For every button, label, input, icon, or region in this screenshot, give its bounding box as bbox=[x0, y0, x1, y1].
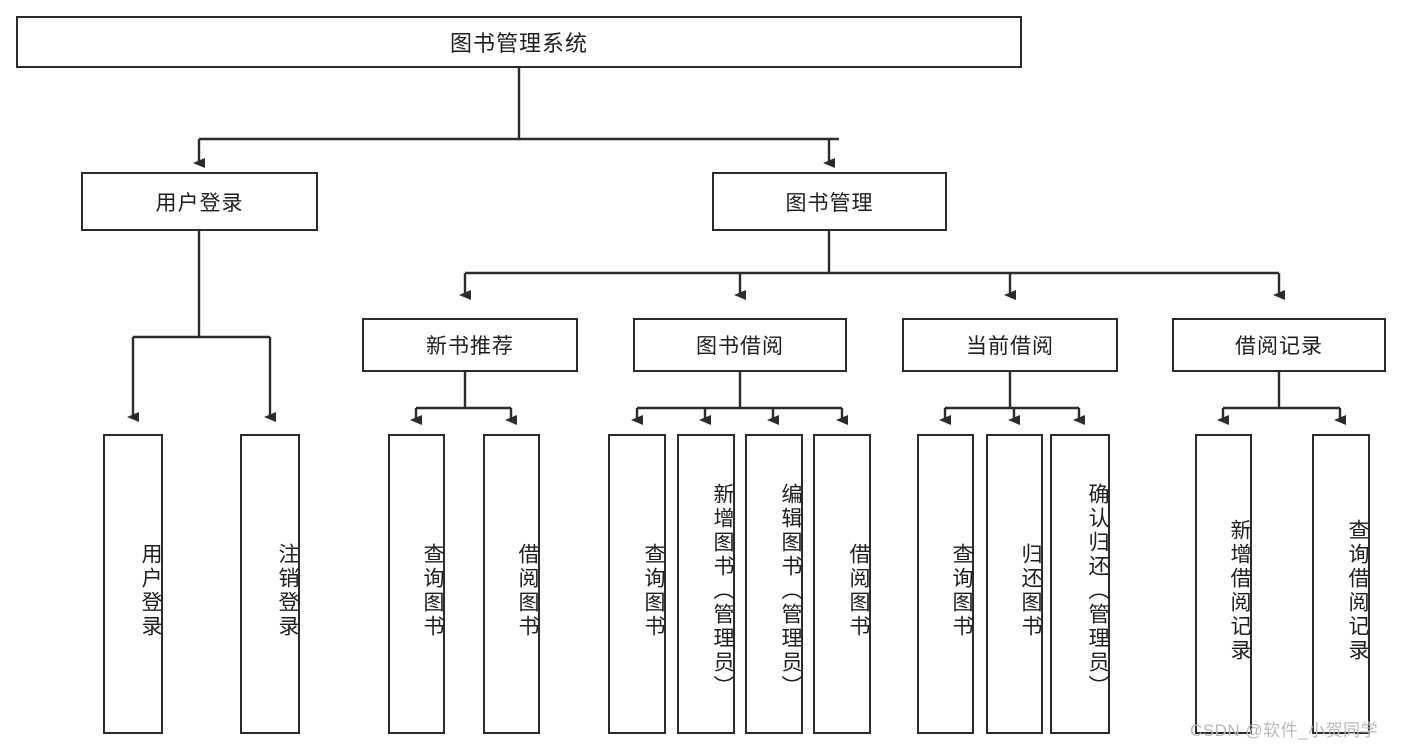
node-label: 用户登录 bbox=[139, 543, 162, 639]
leaf-add-book-admin[interactable]: 新增图书（管理员） bbox=[677, 434, 735, 734]
leaf-add-borrow-record[interactable]: 新增借阅记录 bbox=[1195, 434, 1252, 734]
node-root-system[interactable]: 图书管理系统 bbox=[16, 16, 1022, 68]
node-book-borrow[interactable]: 图书借阅 bbox=[633, 318, 847, 372]
node-borrow-record[interactable]: 借阅记录 bbox=[1172, 318, 1386, 372]
leaf-return-book[interactable]: 归还图书 bbox=[986, 434, 1043, 734]
node-label: 查询图书 bbox=[421, 543, 444, 639]
node-label: 当前借阅 bbox=[966, 335, 1054, 358]
node-book-management[interactable]: 图书管理 bbox=[712, 172, 947, 231]
leaf-borrow-book[interactable]: 借阅图书 bbox=[813, 434, 871, 734]
leaf-query-borrow-record[interactable]: 查询借阅记录 bbox=[1312, 434, 1370, 734]
node-label: 借阅图书 bbox=[847, 543, 870, 639]
node-label: 借阅记录 bbox=[1235, 335, 1323, 358]
node-label: 查询图书 bbox=[950, 543, 973, 639]
node-current-borrow[interactable]: 当前借阅 bbox=[902, 318, 1118, 372]
node-label: 新书推荐 bbox=[426, 335, 514, 358]
node-label: 新增借阅记录 bbox=[1228, 519, 1251, 663]
node-label: 图书管理 bbox=[785, 191, 874, 215]
node-label: 用户登录 bbox=[155, 191, 244, 215]
leaf-query-book-borrow[interactable]: 查询图书 bbox=[608, 434, 666, 734]
node-label: 编辑图书（管理员） bbox=[779, 483, 802, 699]
node-label: 确认归还（管理员） bbox=[1086, 483, 1109, 699]
node-user-login[interactable]: 用户登录 bbox=[81, 172, 318, 231]
node-label: 借阅图书 bbox=[516, 543, 539, 639]
leaf-edit-book-admin[interactable]: 编辑图书（管理员） bbox=[745, 434, 803, 734]
node-label: 图书借阅 bbox=[696, 335, 784, 358]
leaf-confirm-return-admin[interactable]: 确认归还（管理员） bbox=[1050, 434, 1110, 734]
leaf-user-logout[interactable]: 注销登录 bbox=[240, 434, 300, 734]
watermark-text: CSDN @软件_小贺同学 bbox=[1190, 721, 1379, 740]
node-label: 归还图书 bbox=[1019, 543, 1042, 639]
leaf-borrow-book-recommend[interactable]: 借阅图书 bbox=[483, 434, 540, 734]
node-label: 图书管理系统 bbox=[449, 31, 588, 56]
node-new-book-recommend[interactable]: 新书推荐 bbox=[362, 318, 578, 372]
node-label: 注销登录 bbox=[276, 543, 299, 639]
leaf-user-login[interactable]: 用户登录 bbox=[103, 434, 163, 734]
node-label: 查询借阅记录 bbox=[1346, 519, 1369, 663]
leaf-query-book-current[interactable]: 查询图书 bbox=[917, 434, 974, 734]
node-label: 查询图书 bbox=[642, 543, 665, 639]
leaf-query-book-recommend[interactable]: 查询图书 bbox=[388, 434, 445, 734]
node-label: 新增图书（管理员） bbox=[711, 483, 734, 699]
